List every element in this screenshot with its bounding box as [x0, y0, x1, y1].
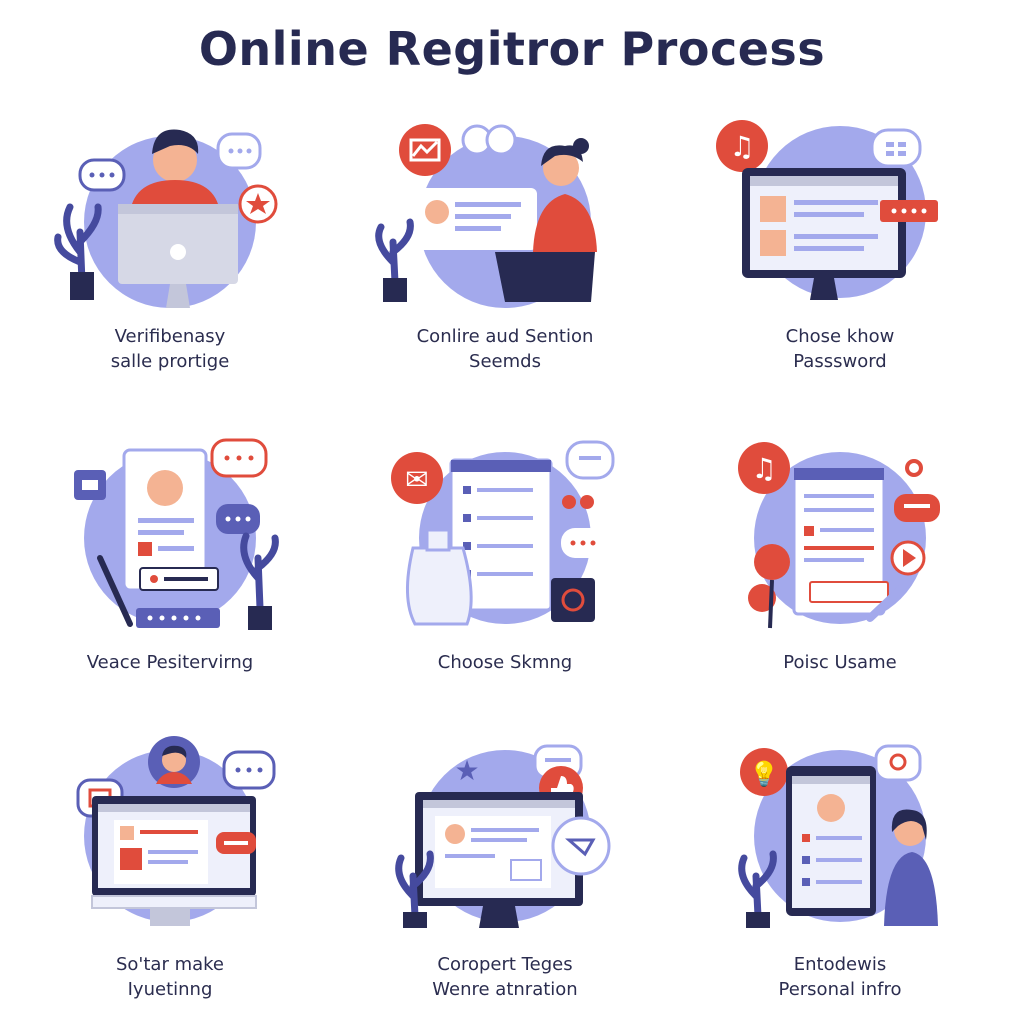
chat-bubble-icon	[222, 750, 276, 790]
chat-bubble-icon	[880, 200, 938, 222]
person-avatar	[884, 809, 938, 926]
monitor-icon	[742, 168, 906, 300]
people-icon	[461, 124, 517, 156]
lightbulb-bubble-icon: 💡	[740, 748, 788, 796]
star-icon: ★	[454, 754, 479, 787]
plant-icon	[54, 203, 102, 300]
step-illustration-2	[375, 124, 597, 308]
badge-icon	[551, 578, 595, 622]
step-label-6: Poisc Usame	[783, 652, 897, 673]
step-illustration-3: ♫	[716, 120, 938, 300]
chat-bubble-icon	[210, 438, 268, 478]
bottle-icon	[405, 528, 473, 626]
step-illustration-9: 💡	[738, 744, 938, 928]
plant-icon	[375, 218, 414, 302]
step-illustration-7	[76, 736, 276, 926]
password-bar	[136, 608, 220, 628]
play-icon	[890, 540, 926, 576]
step-label-1: Verifibenasy salle prortige	[110, 326, 230, 372]
svg-text:★: ★	[454, 754, 479, 787]
chat-bubble-icon	[216, 504, 260, 534]
music-icon: ♫	[729, 130, 754, 163]
plant-icon	[738, 850, 777, 928]
phone-icon	[122, 448, 208, 592]
chat-bubble-icon	[216, 132, 262, 170]
star-badge-icon	[238, 184, 278, 224]
person-avatar	[495, 138, 597, 302]
tablet-icon	[786, 766, 876, 916]
chat-bubble-icon	[870, 128, 922, 168]
plant-icon	[240, 532, 279, 630]
music-bubble-icon: ♫	[716, 120, 768, 172]
flower-icon	[748, 544, 790, 629]
pen-icon	[97, 555, 133, 627]
envelope-icon: ✉	[405, 463, 428, 496]
lightbulb-icon: 💡	[749, 760, 779, 788]
people-icon	[562, 495, 594, 509]
step-label-8: Coropert Teges Wenre atnration	[432, 954, 578, 1000]
envelope-bubble-icon: ✉	[391, 452, 443, 504]
person-avatar	[148, 736, 200, 788]
monitor-icon	[91, 796, 257, 926]
chat-bubble-icon	[565, 440, 615, 480]
step-label-4: Veace Pesitervirng	[86, 652, 254, 673]
step-label-5: Choose Skmng	[437, 652, 573, 673]
step-label-9: Entodewis Personal infro	[778, 954, 902, 1000]
profile-card	[415, 188, 537, 250]
chart-bubble-icon	[399, 124, 451, 176]
plant-icon	[395, 850, 434, 928]
step-label-2: Conlire aud Sention Seemds	[416, 326, 594, 372]
step-illustration-5: ✉	[391, 440, 615, 626]
music-bubble-icon: ♫	[738, 442, 790, 494]
page-title: Online Regitror Process	[198, 22, 826, 76]
gear-icon	[905, 459, 923, 477]
chat-bubble-icon	[561, 528, 605, 558]
chat-bubble-icon	[216, 832, 256, 854]
step-label-3: Chose khow Passsword	[785, 326, 895, 372]
step-illustration-6: ♫	[738, 442, 940, 629]
form-window	[449, 458, 553, 612]
step-illustration-4	[74, 438, 279, 630]
step-illustration-1	[54, 129, 278, 308]
form-window	[792, 466, 889, 616]
music-icon: ♫	[751, 452, 776, 485]
input-bar	[139, 567, 219, 591]
chat-square-icon	[74, 470, 106, 500]
step-illustration-8: ★	[395, 744, 611, 928]
monitor-icon	[415, 792, 583, 928]
monitor-icon	[118, 204, 238, 308]
chat-bubble-icon	[894, 494, 940, 522]
pencil-icon	[866, 584, 906, 622]
step-label-7: So'tar make Iyuetinng	[115, 954, 225, 1000]
chat-bubble-icon	[78, 158, 126, 192]
chat-bubble-icon	[551, 816, 611, 876]
chat-bubble-icon	[874, 744, 922, 782]
